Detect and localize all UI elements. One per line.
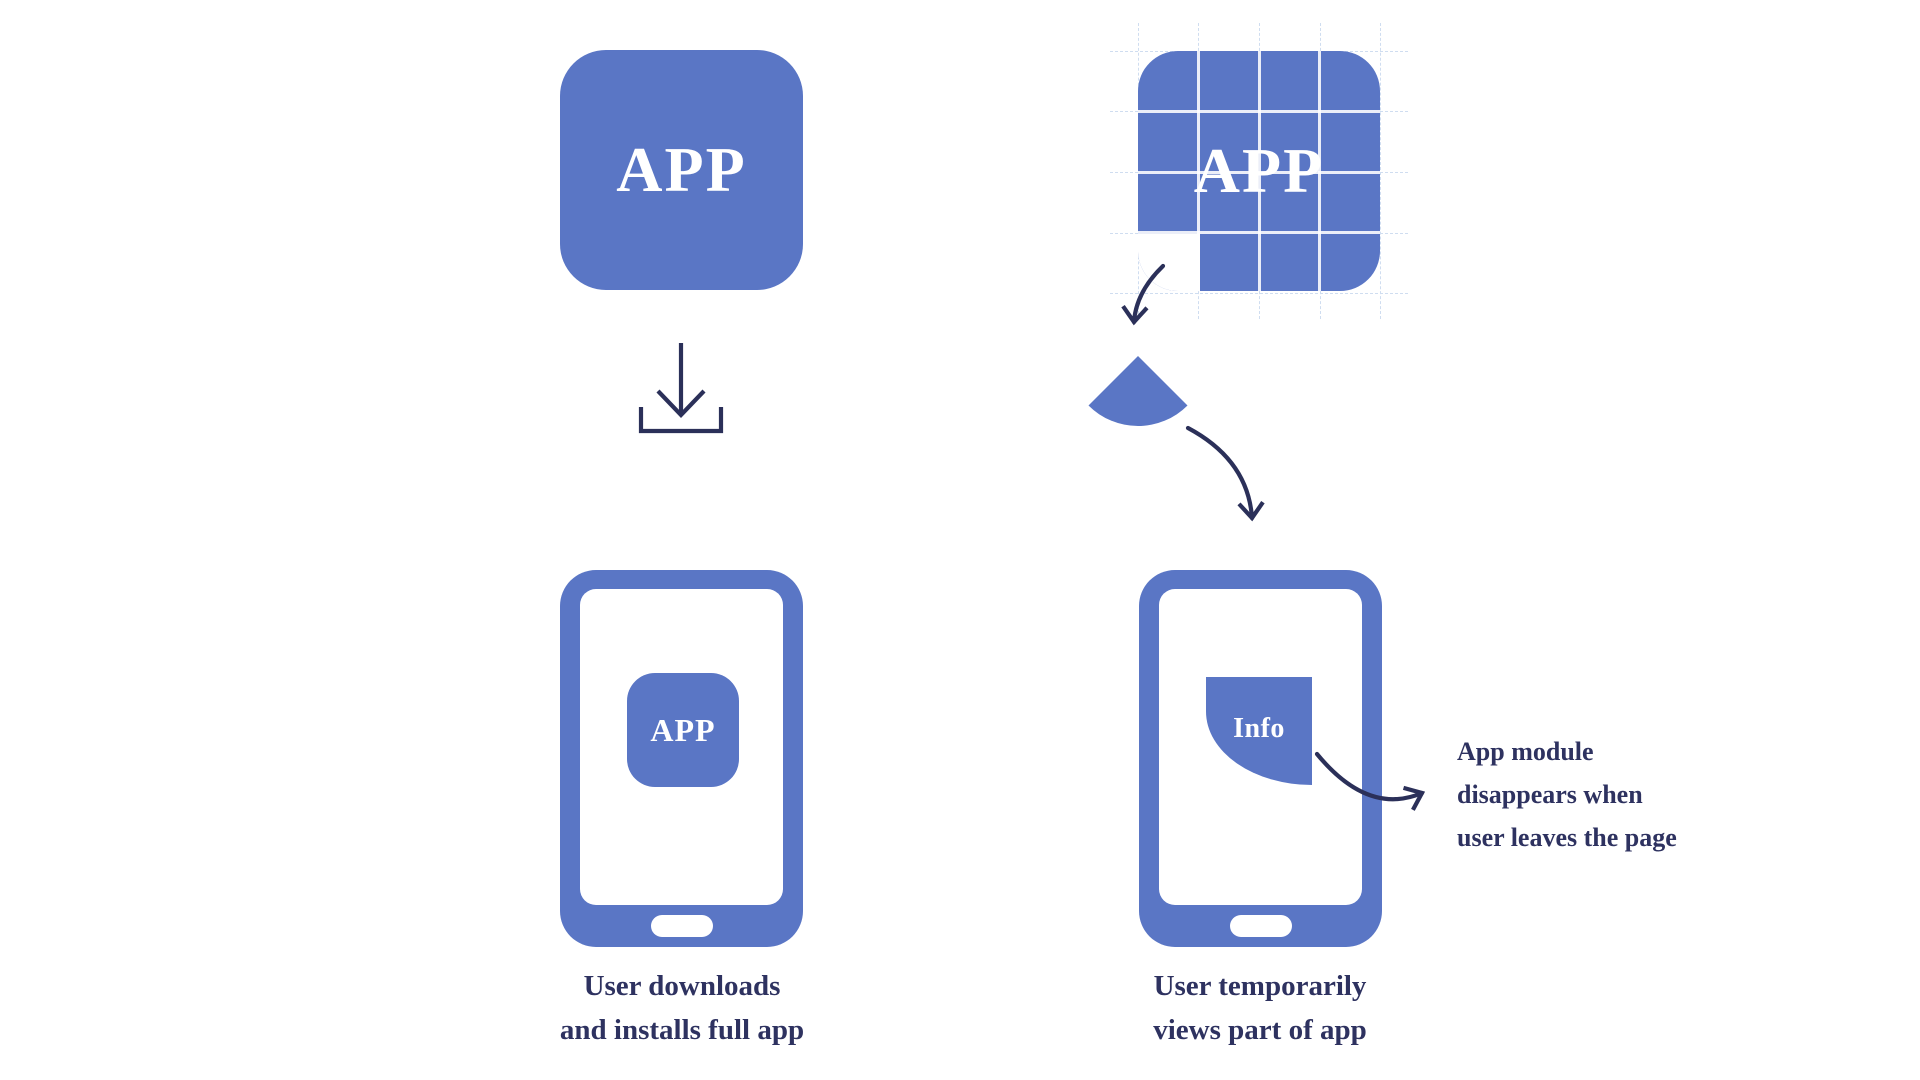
module-grid-line bbox=[1138, 110, 1380, 113]
graph-line bbox=[1110, 293, 1408, 294]
module-flow-graphic bbox=[1088, 263, 1265, 522]
installed-app-icon: APP bbox=[627, 673, 739, 787]
phone-full-app: APP bbox=[560, 570, 803, 947]
download-tray bbox=[638, 407, 724, 434]
right-caption: User temporarily views part of app bbox=[1078, 964, 1442, 1052]
module-grid-line bbox=[1138, 170, 1380, 174]
modular-app-box-label: APP bbox=[1193, 135, 1325, 206]
curved-arrow-icon bbox=[1121, 263, 1166, 326]
download-icon bbox=[638, 343, 724, 434]
right-caption-line2: views part of app bbox=[1153, 1014, 1367, 1046]
home-button bbox=[650, 915, 713, 937]
pie-wedge-icon bbox=[1088, 356, 1188, 427]
full-app-box: APP bbox=[560, 50, 803, 290]
graph-line bbox=[1380, 23, 1381, 319]
left-caption: User downloads and installs full app bbox=[500, 964, 864, 1052]
modular-app-box: APP bbox=[1138, 51, 1380, 291]
phone-temporary-module: Info bbox=[1139, 570, 1382, 947]
left-caption-line2: and installs full app bbox=[559, 1014, 805, 1046]
annotation-line2: disappears when bbox=[1457, 780, 1643, 809]
curved-arrow-icon bbox=[1314, 751, 1426, 811]
download-arrow-head bbox=[656, 389, 706, 419]
home-button bbox=[1229, 915, 1292, 937]
curved-arrow-icon bbox=[1185, 425, 1265, 522]
annotation-line1: App module bbox=[1457, 737, 1594, 766]
installed-app-label: APP bbox=[650, 711, 716, 748]
annotation-line3: user leaves the page bbox=[1457, 823, 1677, 852]
module-grid-line bbox=[1138, 231, 1380, 234]
module-annotation: App module disappears when user leaves t… bbox=[1457, 730, 1757, 859]
info-module-label: Info bbox=[1233, 713, 1285, 744]
full-app-box-label: APP bbox=[616, 134, 747, 205]
right-caption-line1: User temporarily bbox=[1153, 970, 1367, 1002]
annotation-arrow bbox=[1314, 751, 1426, 811]
left-caption-line1: User downloads bbox=[583, 970, 781, 1002]
